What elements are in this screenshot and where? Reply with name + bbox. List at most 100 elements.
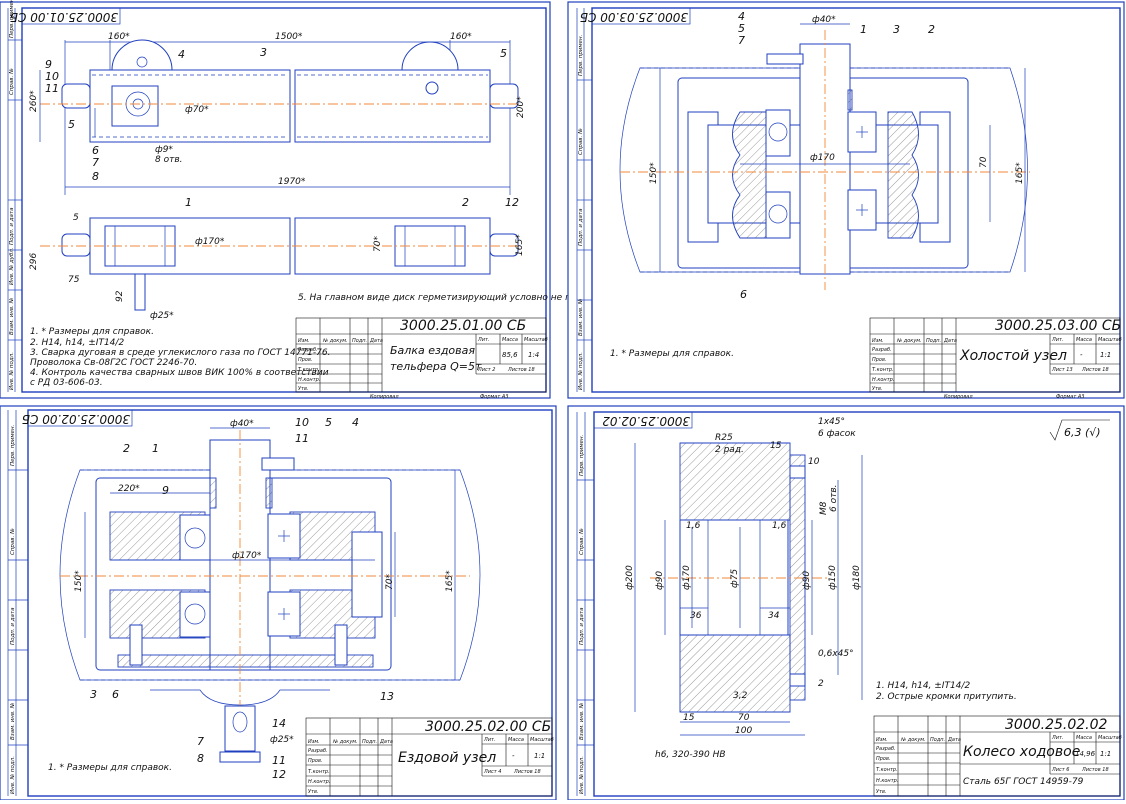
svg-text:3: 3: [90, 688, 97, 701]
side-label: Инв. № подл.: [9, 352, 15, 390]
title-block: Изм. № докум. Подп. Дата Разраб. Пров. Т…: [873, 715, 1122, 797]
svg-text:3000.25.02.02: 3000.25.02.02: [1005, 717, 1108, 733]
title-block: Изм. № докум. Подп. Дата Разраб. Пров. Т…: [869, 317, 1122, 400]
svg-text:1,6: 1,6: [772, 521, 787, 531]
svg-text:11: 11: [295, 432, 309, 445]
svg-text:100: 100: [735, 726, 752, 736]
svg-text:Перв. примен.: Перв. примен.: [579, 434, 585, 476]
svg-text:М8: М8: [819, 501, 829, 515]
svg-text:Сталь 65Г ГОСТ 14959-79: Сталь 65Г ГОСТ 14959-79: [963, 777, 1084, 787]
pos-label: 1: [185, 196, 192, 209]
svg-text:14: 14: [272, 717, 286, 730]
svg-text:ф40*: ф40*: [230, 419, 254, 429]
sheet-beam[interactable]: Перв. примен. Справ. № Подп. и дата Инв.…: [0, 0, 606, 400]
svg-text:Н.контр.: Н.контр.: [872, 377, 894, 383]
pos-label: 7: [92, 156, 99, 169]
svg-text:Н.контр.: Н.контр.: [876, 778, 898, 784]
svg-text:Справ. №: Справ. №: [10, 528, 16, 555]
pos-label: 9: [45, 58, 52, 71]
svg-text:3,2: 3,2: [733, 691, 748, 701]
pos-label: 3: [260, 46, 267, 59]
sheet-wheel[interactable]: Перв. примен. Справ. № Подп. и дата Взам…: [567, 405, 1125, 801]
roughness-mark: 6,3 (√): [1049, 419, 1110, 441]
svg-text:№ докум.: № докум.: [322, 338, 348, 344]
pos-label: 2: [462, 196, 469, 209]
svg-text:№ докум.: № докум.: [896, 338, 922, 344]
svg-text:с РД 03-606-03.: с РД 03-606-03.: [30, 378, 103, 388]
rotated-stamp: 3000.25.01.00 СБ: [10, 10, 118, 24]
svg-text:2: 2: [928, 23, 935, 36]
svg-text:36: 36: [690, 611, 702, 621]
svg-text:Лит.: Лит.: [483, 737, 496, 743]
svg-text:Справ. №: Справ. №: [578, 128, 584, 155]
rotated-stamp: 3000.25.02.00 СБ: [22, 412, 130, 426]
svg-text:8: 8: [197, 752, 204, 765]
svg-text:6 фасок: 6 фасок: [818, 429, 856, 439]
svg-text:№ докум.: № докум.: [900, 737, 926, 743]
svg-text:Масса: Масса: [502, 337, 518, 343]
svg-text:-: -: [512, 752, 515, 760]
svg-text:Инв. № подл.: Инв. № подл.: [579, 756, 585, 794]
svg-text:1. * Размеры для справок.: 1. * Размеры для справок.: [48, 763, 172, 773]
svg-text:70: 70: [738, 713, 750, 723]
svg-text:9: 9: [162, 484, 169, 497]
svg-text:6,3 (√): 6,3 (√): [1064, 426, 1101, 439]
sheet-drive-unit[interactable]: Перв. примен. Справ. № Подп. и дата Взам…: [0, 405, 557, 801]
svg-text:1: 1: [860, 23, 867, 36]
svg-text:Взам. инв. №: Взам. инв. №: [578, 298, 584, 336]
pos-label: 10: [45, 70, 59, 83]
svg-text:Лит.: Лит.: [1051, 337, 1064, 343]
svg-text:15: 15: [683, 713, 695, 723]
rotated-stamp: 3000.25.02.02: [602, 414, 690, 428]
svg-text:7: 7: [738, 34, 745, 47]
svg-text:Дата: Дата: [369, 338, 383, 344]
svg-text:Подп. и дата: Подп. и дата: [10, 607, 16, 645]
svg-text:Колесо ходовое: Колесо ходовое: [963, 744, 1080, 760]
svg-text:1:1: 1:1: [1100, 351, 1111, 359]
svg-text:34: 34: [768, 611, 780, 621]
pos-label: 8: [92, 170, 99, 183]
svg-text:Т.контр.: Т.контр.: [872, 367, 894, 373]
svg-text:3000.25.03.00 СБ: 3000.25.03.00 СБ: [995, 318, 1121, 334]
svg-text:165*: 165*: [1015, 162, 1025, 184]
svg-text:2. Острые кромки притупить.: 2. Острые кромки притупить.: [876, 692, 1017, 702]
svg-text:Подп.: Подп.: [352, 338, 367, 344]
svg-text:Листов 18: Листов 18: [507, 367, 535, 373]
dim-label: ф9*: [155, 145, 173, 155]
svg-text:R25: R25: [715, 433, 733, 443]
svg-text:2: 2: [123, 442, 130, 455]
hardness-note: h6, 320-390 HB: [655, 750, 726, 760]
dim-label: ф25*: [150, 311, 174, 321]
svg-text:Взам. инв. №: Взам. инв. №: [579, 702, 585, 740]
svg-text:ф25*: ф25*: [270, 735, 294, 745]
svg-text:Перв. примен.: Перв. примен.: [10, 424, 16, 466]
svg-text:ф40*: ф40*: [812, 15, 836, 25]
dim-label: 200*: [516, 96, 526, 118]
dim-label: ф170*: [195, 237, 225, 247]
svg-text:2: 2: [818, 679, 824, 689]
svg-text:Инв. № подл.: Инв. № подл.: [578, 352, 584, 390]
svg-text:ф170*: ф170*: [232, 551, 262, 561]
svg-text:Масштаб: Масштаб: [1098, 337, 1122, 343]
sheet-idle-unit[interactable]: Перв. примен. Справ. № Подп. и дата Взам…: [567, 1, 1125, 400]
svg-text:ф200: ф200: [625, 565, 635, 590]
svg-text:165*: 165*: [445, 570, 455, 592]
svg-text:Разраб.: Разраб.: [298, 347, 318, 353]
svg-text:Подп. и дата: Подп. и дата: [579, 607, 585, 645]
svg-text:ф170: ф170: [810, 153, 835, 163]
svg-text:Лист 6: Лист 6: [1051, 767, 1069, 773]
svg-text:Лист 4: Лист 4: [483, 769, 501, 775]
title-block: Изм. № докум. Подп. Дата Разраб. Пров. Т…: [305, 717, 554, 797]
svg-text:Разраб.: Разраб.: [308, 748, 328, 754]
beam-plan-view: ф170* 296 75 92 ф25* 165* 5 70* 1 2 12 5…: [29, 196, 606, 321]
svg-text:6 отв.: 6 отв.: [829, 484, 839, 512]
svg-text:14,96: 14,96: [1075, 750, 1096, 758]
svg-text:Инв. № подл.: Инв. № подл.: [10, 756, 16, 794]
side-label: Взам. инв. №: [9, 297, 15, 335]
side-label: Перв. примен.: [9, 0, 15, 38]
svg-text:11: 11: [272, 754, 286, 767]
svg-text:3. Сварка дуговая в среде угле: 3. Сварка дуговая в среде углекислого га…: [30, 348, 330, 358]
svg-text:ф180: ф180: [852, 565, 862, 590]
svg-text:12: 12: [272, 768, 286, 781]
drawing-title: Балка ездовая: [390, 344, 475, 357]
